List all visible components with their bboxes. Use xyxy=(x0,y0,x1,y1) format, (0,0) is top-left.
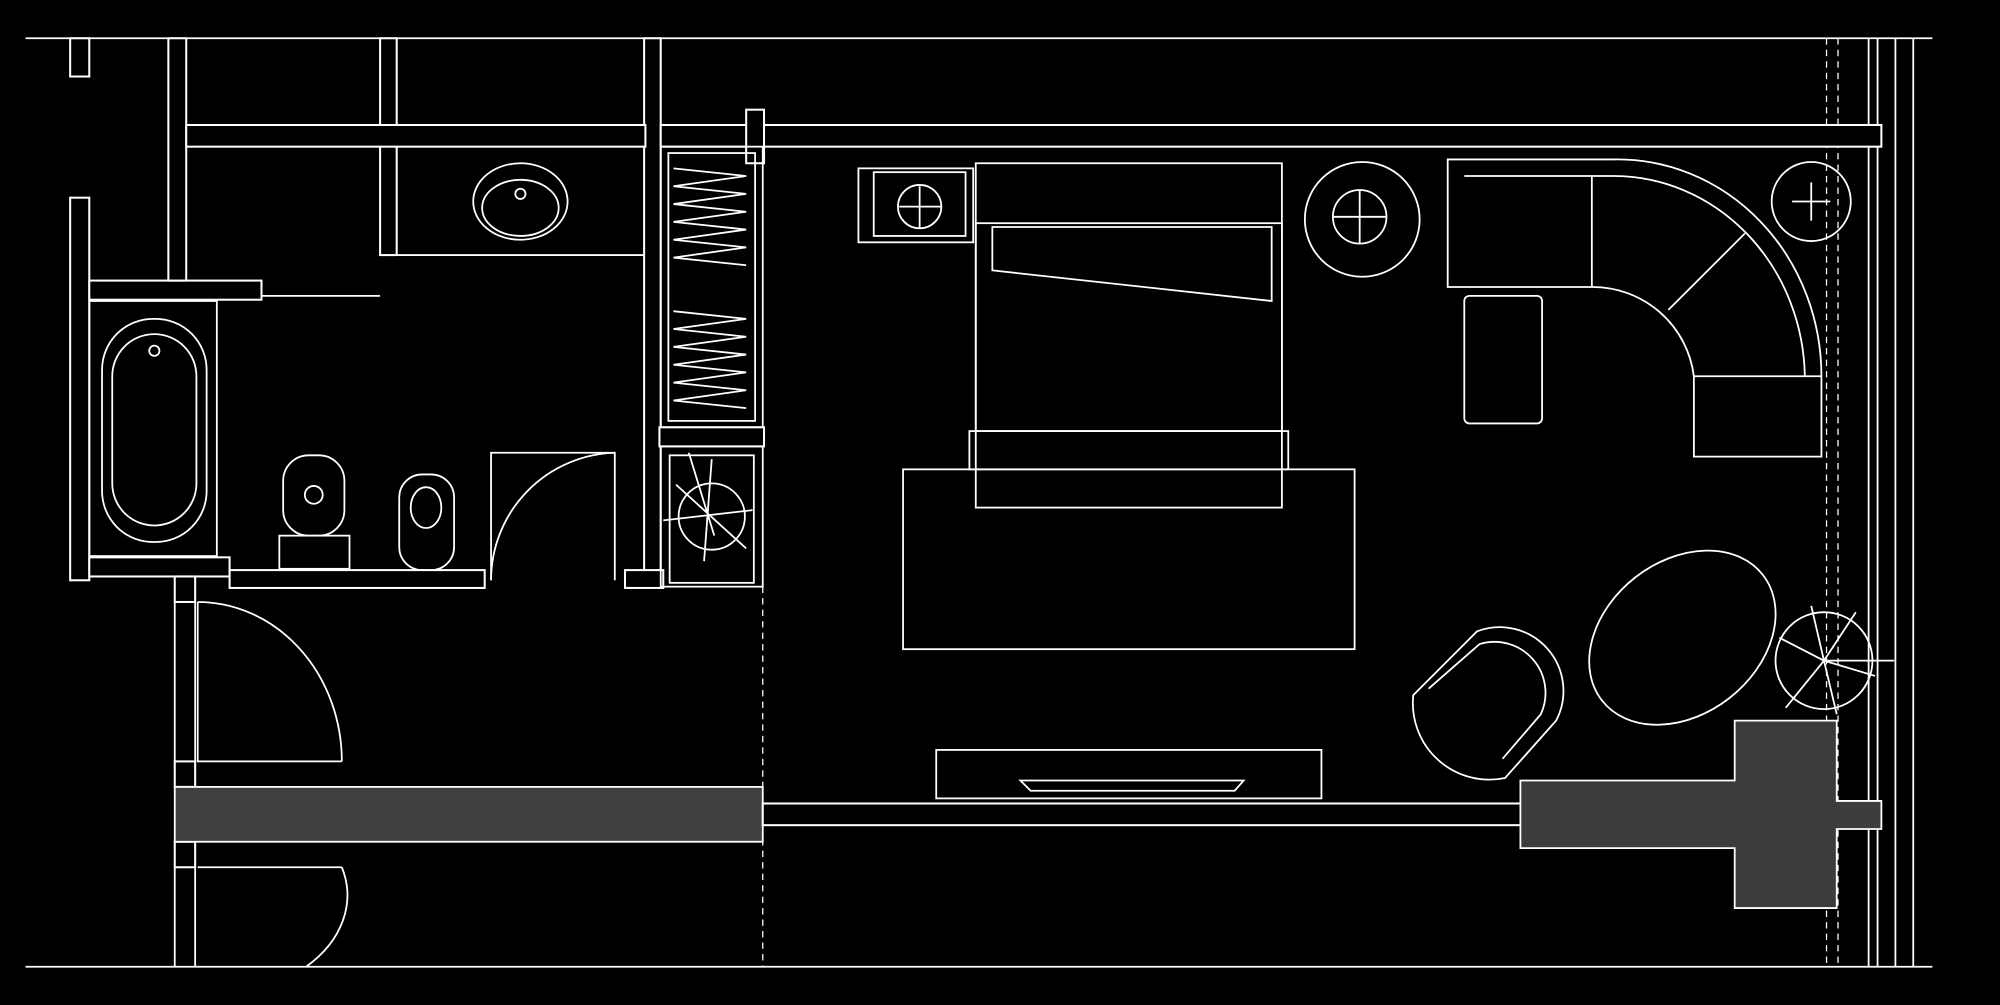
toilet xyxy=(278,454,351,570)
walls xyxy=(69,37,1883,967)
facade-lines xyxy=(762,38,1915,967)
plant-pot-left xyxy=(659,445,764,588)
corridor-wall xyxy=(173,786,764,843)
round-table xyxy=(1588,549,1777,726)
plant-pot-right xyxy=(1774,605,1895,715)
bathtub xyxy=(88,300,218,557)
armchair xyxy=(1411,626,1565,781)
floor-lamp xyxy=(1770,161,1852,242)
wardrobe xyxy=(659,145,764,429)
doors xyxy=(196,451,616,968)
corner-sofa xyxy=(1446,158,1823,458)
bed xyxy=(902,162,1356,651)
washbasin xyxy=(472,162,569,241)
frame-lines xyxy=(25,37,1933,968)
bidet xyxy=(398,473,455,571)
nightstand xyxy=(857,167,975,244)
tv-console xyxy=(935,749,1323,800)
structural-column xyxy=(1519,719,1883,909)
side-table xyxy=(1303,161,1421,278)
